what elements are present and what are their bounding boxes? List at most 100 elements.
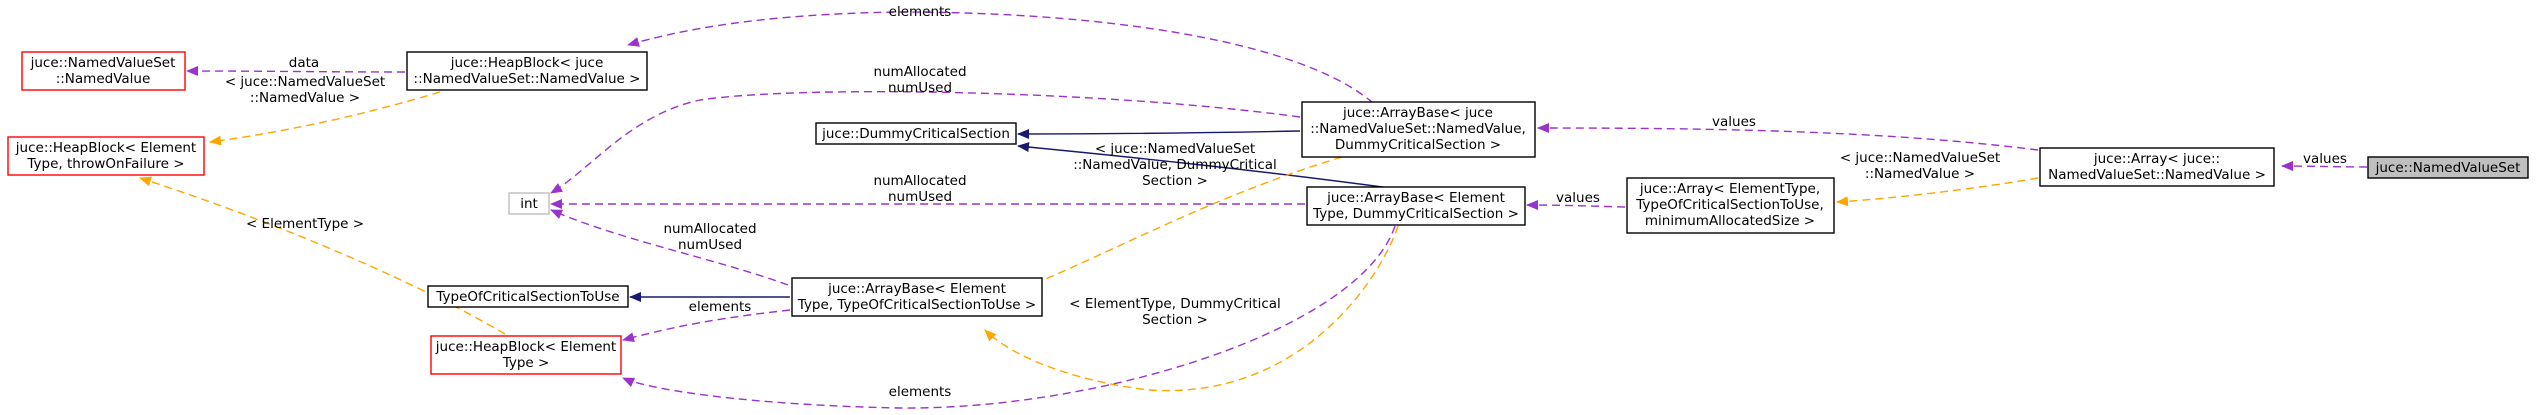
svg-text:juce::ArrayBase< ElementType,: juce::ArrayBase< ElementType, DummyCriti… bbox=[1312, 190, 1519, 222]
edge-label-data: data bbox=[289, 55, 319, 71]
text-line: juce::NamedValueSet bbox=[2375, 160, 2521, 176]
edge-elements-heapblock-element-mid bbox=[622, 309, 791, 343]
text-line: DummyCriticalSection > bbox=[1335, 137, 1501, 153]
text-line: values bbox=[1556, 190, 1600, 206]
node-named-value[interactable]: juce::NamedValueSet::NamedValue bbox=[21, 51, 186, 91]
svg-text:juce::Array< ElementType,TypeO: juce::Array< ElementType,TypeOfCriticalS… bbox=[1635, 181, 1823, 229]
svg-text:juce::ArrayBase< juce::NamedVa: juce::ArrayBase< juce::NamedValueSet::Na… bbox=[1310, 105, 1526, 153]
text-line: ::NamedValue > bbox=[1865, 166, 1975, 182]
edge-data-named-value bbox=[186, 66, 406, 77]
node-dummy-critical-section[interactable]: juce::DummyCriticalSection bbox=[815, 122, 1017, 145]
node-arraybase-named-value[interactable]: juce::ArrayBase< juce::NamedValueSet::Na… bbox=[1301, 101, 1536, 158]
node-int[interactable]: int bbox=[508, 192, 550, 215]
edge-inherit-dummy-bottom bbox=[1017, 142, 1391, 189]
text-line: numUsed bbox=[888, 80, 952, 96]
svg-text:juce::HeapBlock< ElementType >: juce::HeapBlock< ElementType > bbox=[435, 339, 616, 371]
edge-label-elements-bottom: elements bbox=[889, 384, 952, 400]
text-line: ::NamedValue bbox=[56, 71, 151, 87]
text-line: elements bbox=[889, 384, 952, 400]
svg-text:juce::NamedValueSet: juce::NamedValueSet bbox=[2375, 160, 2521, 176]
edge-inherit-dummy-top bbox=[1017, 128, 1301, 139]
svg-text:juce::NamedValueSet::NamedValu: juce::NamedValueSet::NamedValue bbox=[30, 55, 176, 87]
text-line: juce::ArrayBase< juce bbox=[1342, 105, 1493, 121]
edge-num-int-low bbox=[550, 209, 789, 286]
text-line: < juce::NamedValueSet bbox=[225, 74, 385, 90]
text-line: juce::HeapBlock< Element bbox=[15, 140, 196, 156]
edge-label-elements-mid: elements bbox=[689, 299, 752, 315]
svg-text:juce::ArrayBase< ElementType,: juce::ArrayBase< ElementType, TypeOfCrit… bbox=[797, 281, 1036, 313]
text-line: juce::NamedValueSet bbox=[30, 55, 176, 71]
text-line: numUsed bbox=[678, 237, 742, 253]
text-line: minimumAllocatedSize > bbox=[1645, 213, 1815, 229]
node-type-of-critical-section[interactable]: TypeOfCriticalSectionToUse bbox=[427, 285, 629, 308]
text-line: juce::Array< juce:: bbox=[2093, 151, 2220, 167]
edge-template-element-dummy bbox=[984, 225, 1399, 392]
node-array-named-value[interactable]: juce::Array< juce::NamedValueSet::NamedV… bbox=[2039, 147, 2275, 187]
text-line: Section > bbox=[1142, 312, 1208, 328]
text-line: ::NamedValue > bbox=[250, 90, 360, 106]
edge-num-int-top bbox=[550, 90, 1301, 194]
text-line: numAllocated bbox=[873, 173, 966, 189]
text-line: Type > bbox=[502, 355, 550, 371]
text-line: NamedValueSet::NamedValue > bbox=[2048, 167, 2266, 183]
edge-label-elements-top: elements bbox=[889, 4, 952, 20]
text-line: Type, DummyCriticalSection > bbox=[1312, 206, 1519, 222]
svg-text:juce::HeapBlock< juce::NamedVa: juce::HeapBlock< juce::NamedValueSet::Na… bbox=[414, 55, 641, 87]
text-line: ::NamedValueSet::NamedValue > bbox=[414, 71, 641, 87]
edge-template-heapblock-throw bbox=[139, 176, 506, 335]
text-line: values bbox=[1712, 114, 1756, 130]
edge-template-heapblock-named bbox=[209, 91, 441, 146]
text-line: juce::HeapBlock< juce bbox=[450, 55, 604, 71]
svg-text:juce::HeapBlock< ElementType,: juce::HeapBlock< ElementType, throwOnFai… bbox=[15, 140, 196, 172]
edge-elements-heapblock-named-value bbox=[627, 11, 1374, 104]
text-line: Type, throwOnFailure > bbox=[26, 156, 184, 172]
svg-text:TypeOfCriticalSectionToUse: TypeOfCriticalSectionToUse bbox=[435, 289, 619, 305]
text-line: elements bbox=[689, 299, 752, 315]
edge-label-template-heap-named: < juce::NamedValueSet::NamedValue > bbox=[225, 74, 385, 106]
svg-text:juce::Array< juce::NamedValueS: juce::Array< juce::NamedValueSet::NamedV… bbox=[2048, 151, 2266, 183]
node-heapblock-named-value[interactable]: juce::HeapBlock< juce::NamedValueSet::Na… bbox=[406, 51, 648, 91]
edge-label-values-3: values bbox=[1556, 190, 1600, 206]
text-line: < juce::NamedValueSet bbox=[1095, 141, 1255, 157]
node-named-value-set[interactable]: juce::NamedValueSet bbox=[2367, 156, 2529, 179]
text-line: numAllocated bbox=[873, 64, 966, 80]
text-line: juce::DummyCriticalSection bbox=[821, 126, 1010, 142]
text-line: juce::HeapBlock< Element bbox=[435, 339, 616, 355]
edge-values-array-named-value bbox=[2281, 161, 2368, 172]
edge-values-arraybase-named-value bbox=[1537, 123, 2039, 151]
text-line: juce::ArrayBase< Element bbox=[1326, 190, 1505, 206]
edge-label-template-named-value-set: < juce::NamedValueSet::NamedValue > bbox=[1840, 150, 2000, 182]
text-line: int bbox=[520, 196, 538, 212]
text-line: < ElementType > bbox=[246, 216, 364, 232]
text-line: elements bbox=[889, 4, 952, 20]
text-line: data bbox=[289, 55, 319, 71]
text-line: values bbox=[2303, 151, 2347, 167]
text-line: juce::ArrayBase< Element bbox=[827, 281, 1006, 297]
text-line: numAllocated bbox=[663, 221, 756, 237]
text-line: < juce::NamedValueSet bbox=[1840, 150, 2000, 166]
node-array-generic[interactable]: juce::Array< ElementType,TypeOfCriticalS… bbox=[1626, 177, 1835, 234]
text-line: Section > bbox=[1142, 173, 1208, 189]
edge-label-template-named-dummy: < juce::NamedValueSet::NamedValue, Dummy… bbox=[1073, 141, 1277, 189]
text-line: TypeOfCriticalSectionToUse, bbox=[1635, 197, 1823, 213]
text-line: juce::Array< ElementType, bbox=[1639, 181, 1820, 197]
svg-text:int: int bbox=[520, 196, 538, 212]
edge-label-values-2: values bbox=[1712, 114, 1756, 130]
svg-text:juce::DummyCriticalSection: juce::DummyCriticalSection bbox=[821, 126, 1010, 142]
edge-elements-heapblock-element-bottom bbox=[622, 225, 1396, 409]
text-line: numUsed bbox=[888, 189, 952, 205]
edge-label-values-1: values bbox=[2303, 151, 2347, 167]
edge-label-template-element-type: < ElementType > bbox=[246, 216, 364, 232]
text-line: < ElementType, DummyCritical bbox=[1069, 296, 1281, 312]
text-line: TypeOfCriticalSectionToUse bbox=[435, 289, 619, 305]
text-line: Type, TypeOfCriticalSectionToUse > bbox=[797, 297, 1036, 313]
